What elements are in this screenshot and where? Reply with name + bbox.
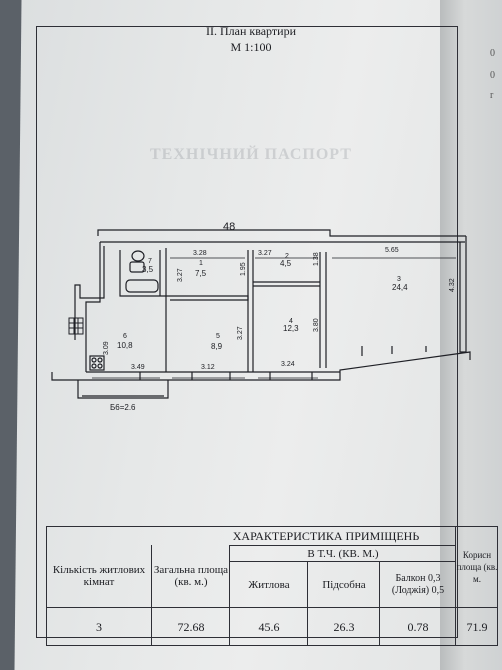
svg-text:5: 5 [216, 333, 220, 340]
svg-text:7,5: 7,5 [195, 269, 207, 278]
svg-text:2: 2 [285, 253, 289, 260]
col-useful-area: Корисн площа (кв. м. [455, 527, 498, 607]
svg-text:3.80: 3.80 [313, 318, 320, 332]
plan-left-inner [74, 246, 105, 340]
col-balcony: Балкон 0,3 (Лоджія) 0,5 [379, 561, 456, 608]
svg-text:6: 6 [123, 333, 127, 340]
svg-text:12,3: 12,3 [283, 324, 299, 333]
svg-text:3.27: 3.27 [237, 326, 244, 340]
plan-corridor-wall [166, 295, 249, 301]
bleed-through-heading: ТЕХНІЧНИЙ ПАСПОРТ [150, 146, 352, 163]
value-living-area: 45.6 [229, 607, 308, 646]
svg-text:24,4: 24,4 [392, 283, 408, 292]
value-total-area: 72.68 [151, 607, 230, 646]
scale-label: М 1:100 [230, 40, 272, 54]
plan-bath-wall [119, 250, 166, 297]
svg-text:3,5: 3,5 [142, 265, 154, 274]
plan-balcony [77, 380, 169, 399]
svg-text:1: 1 [199, 260, 203, 267]
svg-text:3.12: 3.12 [201, 364, 215, 371]
svg-text:3.24: 3.24 [281, 361, 295, 368]
col-living-rooms: Кількість житлових кімнат [52, 564, 146, 588]
page-title: II. План квартири [206, 24, 296, 38]
page-frame [36, 26, 458, 638]
svg-text:5.65: 5.65 [385, 247, 399, 254]
svg-text:1.38: 1.38 [313, 252, 320, 266]
plan-toilet [131, 250, 145, 262]
plan-left-wall [85, 242, 101, 372]
house-number: 48 [223, 221, 235, 233]
col-living-area: Житлова [229, 561, 308, 608]
room-characteristics-table: ХАРАКТЕРИСТИКА ПРИМІЩЕНЬ В Т.Ч. (КВ. М.)… [46, 526, 498, 646]
plan-bathtub [125, 279, 159, 293]
svg-text:3.27: 3.27 [258, 250, 272, 257]
svg-text:3.28: 3.28 [193, 250, 207, 257]
svg-text:3.49: 3.49 [131, 364, 145, 371]
value-useful-area: 71.9 [455, 607, 498, 646]
svg-text:4: 4 [289, 318, 293, 325]
plan-stove [89, 355, 105, 371]
table-title: ХАРАКТЕРИСТИКА ПРИМІЩЕНЬ [232, 529, 420, 543]
plan-ventilation-grid [68, 317, 84, 335]
table-subheader: В Т.Ч. (КВ. М.) [229, 545, 456, 562]
col-total-area: Загальна площа (кв. м.) [151, 545, 230, 607]
balcony-label: Б6=2.6 [110, 403, 136, 412]
svg-text:4,5: 4,5 [280, 259, 292, 268]
svg-text:10,8: 10,8 [117, 341, 133, 350]
plan-bottom-wall [51, 351, 471, 381]
svg-text:7: 7 [148, 258, 152, 265]
svg-text:3: 3 [397, 276, 401, 283]
floor-plan: 48 7 3,5 1 7,5 2 4,5 3 24,4 6 10,8 5 8,9… [51, 221, 471, 412]
col-auxiliary-area: Підсобна [307, 561, 380, 608]
plan-top-wall [97, 229, 466, 237]
svg-text:8,9: 8,9 [211, 342, 223, 351]
svg-text:3.09: 3.09 [103, 341, 110, 355]
value-auxiliary-area: 26.3 [307, 607, 380, 646]
svg-text:1.95: 1.95 [240, 262, 247, 276]
value-balcony: 0.78 [379, 607, 456, 646]
svg-text:4.32: 4.32 [449, 278, 456, 292]
plan-right-wall [459, 236, 467, 353]
svg-text:3.27: 3.27 [177, 268, 184, 282]
value-living-rooms: 3 [47, 607, 151, 646]
